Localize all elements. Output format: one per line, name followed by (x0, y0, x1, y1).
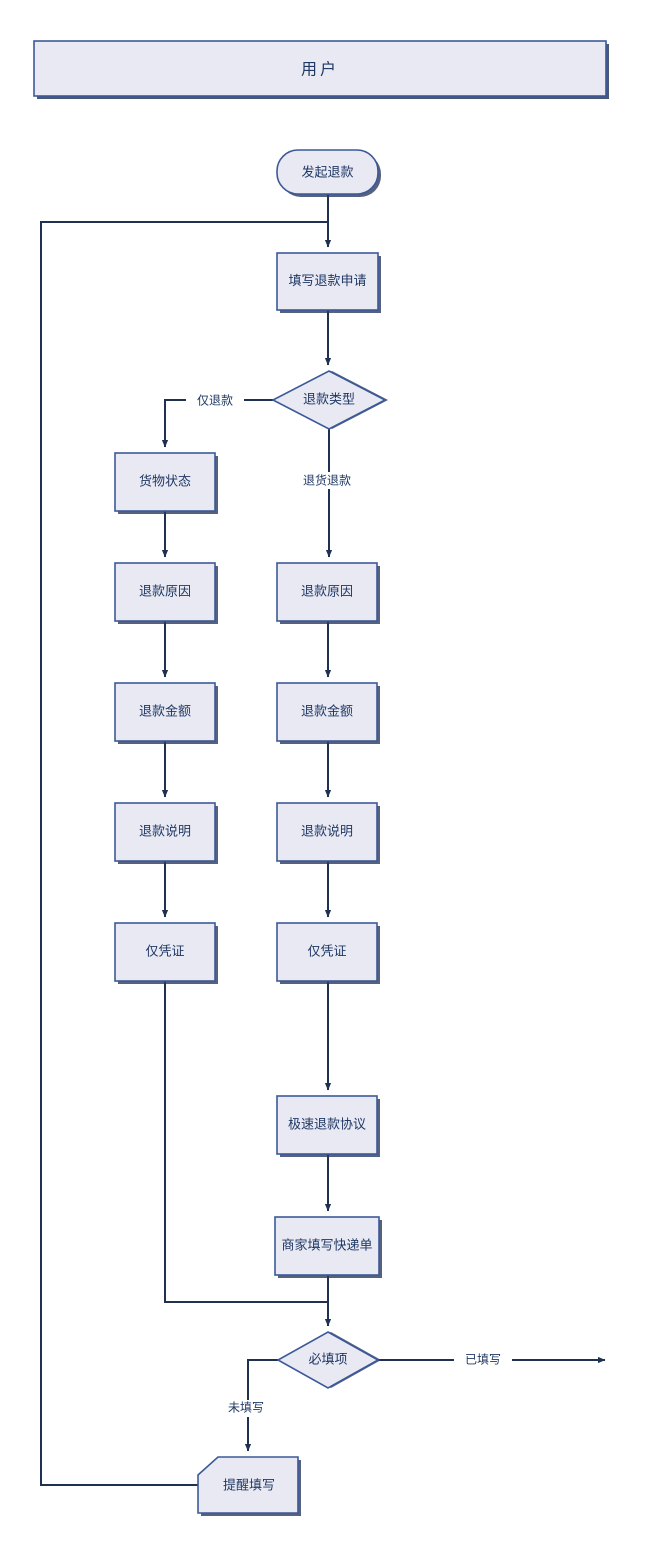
edge-required-to-remind (244, 1359, 278, 1452)
node-refund-description-right[interactable]: 退款说明 (276, 802, 380, 864)
node-amount-left-label: 退款金额 (139, 704, 191, 720)
node-agreement-label: 极速退款协议 (288, 1118, 366, 1133)
node-required-label: 必填项 (308, 1353, 347, 1368)
lane-header: 用户 (33, 40, 609, 99)
node-refund-amount-left[interactable]: 退款金额 (114, 682, 218, 744)
node-express-label: 商家填写快递单 (281, 1238, 372, 1254)
node-voucher-left-label: 仅凭证 (145, 945, 184, 960)
edge-label-return-refund: 退货退款 (289, 472, 365, 489)
node-fill-refund-application[interactable]: 填写退款申请 (276, 252, 381, 313)
edge-label-return-refund-text: 退货退款 (303, 473, 351, 488)
node-merchant-fills-express-order[interactable]: 商家填写快递单 (274, 1216, 382, 1278)
node-remind-to-fill[interactable]: 提醒填写 (197, 1456, 301, 1516)
node-instant-refund-agreement[interactable]: 极速退款协议 (276, 1095, 380, 1157)
edge-label-layer: 仅退款 退货退款 已填写 未填写 (186, 392, 512, 1417)
node-apply-label: 填写退款申请 (288, 274, 366, 289)
edge-label-filled: 已填写 (454, 1352, 512, 1369)
edge-label-not-filled-text: 未填写 (228, 1401, 264, 1415)
node-voucher-only-left[interactable]: 仅凭证 (114, 922, 218, 984)
node-amount-right-label: 退款金额 (301, 704, 353, 720)
node-refund-amount-right[interactable]: 退款金额 (276, 682, 380, 744)
edge-label-refund-only: 仅退款 (186, 392, 244, 409)
node-refund-reason-left[interactable]: 退款原因 (114, 562, 218, 624)
node-refund-reason-right[interactable]: 退款原因 (276, 562, 380, 624)
edge-voucher-left-to-spine (164, 981, 328, 1303)
edge-label-not-filled: 未填写 (217, 1400, 275, 1417)
edge-remind-to-apply (40, 221, 328, 1486)
node-goods-status[interactable]: 货物状态 (114, 452, 218, 514)
node-reason-left-label: 退款原因 (139, 585, 191, 600)
node-desc-left-label: 退款说明 (139, 825, 191, 840)
edge-label-filled-text: 已填写 (465, 1353, 501, 1367)
node-voucher-right-label: 仅凭证 (307, 945, 346, 960)
node-refund-type-decision[interactable]: 退款类型 (271, 370, 388, 430)
node-refund-description-left[interactable]: 退款说明 (114, 802, 218, 864)
lane-title-text: 用户 (301, 60, 339, 79)
edge-label-refund-only-text: 仅退款 (197, 394, 233, 408)
node-voucher-only-right[interactable]: 仅凭证 (276, 922, 380, 984)
node-remind-label: 提醒填写 (223, 1478, 275, 1494)
node-start-initiate-refund[interactable]: 发起退款 (276, 149, 381, 197)
node-type-label: 退款类型 (303, 393, 355, 408)
node-required-fields-decision[interactable]: 必填项 (276, 1331, 381, 1389)
node-goods-state-label: 货物状态 (139, 474, 191, 490)
node-reason-right-label: 退款原因 (301, 585, 353, 600)
node-desc-right-label: 退款说明 (301, 825, 353, 840)
node-start-label: 发起退款 (301, 165, 353, 181)
lane-header-box (33, 40, 607, 97)
